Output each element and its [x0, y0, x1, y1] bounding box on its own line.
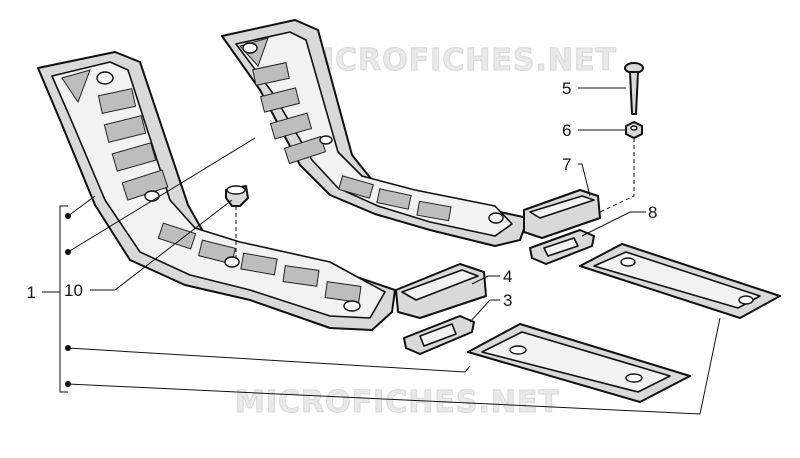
callout-7: 7: [562, 155, 571, 174]
callout-4: 4: [503, 267, 512, 286]
screw-part-5: [624, 62, 644, 115]
callout-5: 5: [562, 79, 571, 98]
callout-1: 1: [27, 283, 36, 302]
right-footboard-mat: [221, 19, 529, 247]
callout-3: 3: [503, 291, 512, 310]
watermark-bottom: MICROFICHES.NET: [235, 385, 560, 420]
block-part-7: [523, 189, 601, 239]
leader-4: [471, 275, 500, 285]
lower-flat-mat-right: [579, 243, 781, 319]
bracket-part-8: [529, 229, 595, 265]
group-bracket-1: [42, 137, 721, 415]
leader-10: [90, 199, 233, 291]
lower-flat-mat-left: [467, 323, 691, 403]
left-footboard-mat: [37, 51, 396, 331]
bracket-part-3: [403, 315, 475, 355]
leader-7: [578, 163, 591, 197]
block-part-4: [395, 263, 487, 319]
watermark-top: MICROFICHES.NET: [292, 43, 617, 78]
callout-6: 6: [562, 121, 571, 140]
leader-3: [469, 299, 500, 323]
nut-part-6: [599, 121, 643, 213]
callout-10: 10: [64, 281, 83, 300]
callout-8: 8: [648, 203, 657, 222]
leader-8: [581, 211, 646, 237]
